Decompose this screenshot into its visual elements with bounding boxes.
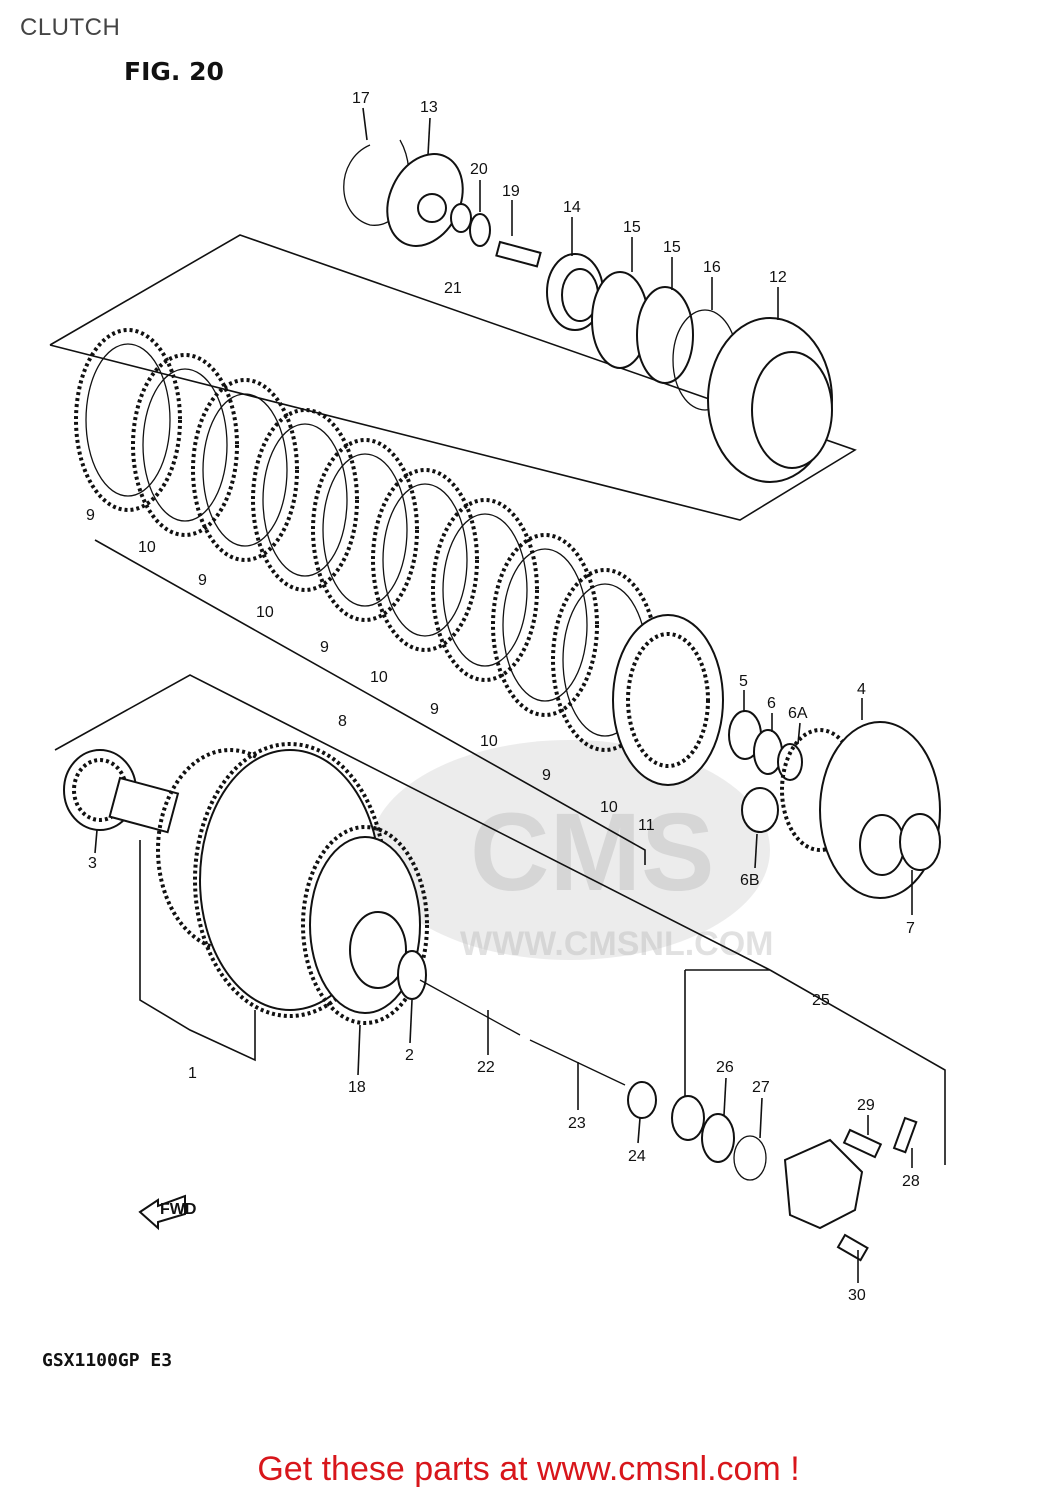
callout: 15 — [663, 239, 681, 256]
callout: 9 — [198, 572, 207, 589]
pushrod-22 — [419, 979, 521, 1036]
hub-frame — [54, 674, 946, 1165]
callout: 3 — [88, 855, 97, 872]
callout: 10 — [480, 733, 498, 750]
bolt-30 — [836, 1233, 869, 1262]
callout: 11 — [638, 817, 655, 834]
callout: 29 — [857, 1097, 875, 1114]
piston-25 — [671, 1095, 705, 1141]
callout: 8 — [338, 713, 347, 730]
callout: 10 — [600, 799, 618, 816]
callout: 28 — [902, 1173, 920, 1190]
callout: 18 — [348, 1079, 366, 1096]
washer-7 — [899, 813, 941, 871]
plate-stack — [74, 328, 724, 786]
bleeder-valve-28 — [892, 1116, 918, 1154]
callout: 30 — [848, 1287, 866, 1304]
callout: 9 — [542, 767, 551, 784]
hose-fitting-29 — [842, 1128, 883, 1159]
callout: 26 — [716, 1059, 734, 1076]
callout: 17 — [352, 90, 370, 107]
callout: 19 — [502, 183, 520, 200]
washer-21 — [450, 203, 472, 233]
callout: 14 — [563, 199, 581, 216]
sleeve-hub-4 — [780, 721, 941, 899]
callout: 15 — [623, 219, 641, 236]
callout: 6 — [767, 695, 776, 712]
callout: 24 — [628, 1148, 646, 1165]
callout: 9 — [86, 507, 95, 524]
callout-labels: 17 13 20 19 21 14 15 15 16 12 9 10 9 10 … — [86, 90, 920, 1304]
fwd-label: FWD — [160, 1201, 196, 1218]
callout: 27 — [752, 1079, 770, 1096]
watermark-brand: CMS — [470, 791, 714, 914]
page-heading: CLUTCH — [20, 14, 121, 41]
forward-arrow-icon: FWD — [138, 1194, 196, 1231]
plate-pack-frame — [49, 234, 857, 865]
callout: 6A — [788, 705, 808, 722]
watermark-url: WWW.CMSNL.COM — [460, 925, 774, 963]
callout: 16 — [703, 259, 721, 276]
callout: 2 — [405, 1047, 414, 1064]
callout: 10 — [256, 604, 274, 621]
seal-26 — [701, 1113, 735, 1163]
callout: 4 — [857, 681, 866, 698]
callout: 13 — [420, 99, 438, 116]
starter-gear-18 — [301, 825, 429, 1025]
callout: 9 — [430, 701, 439, 718]
lock-washer-6B — [741, 787, 779, 833]
callout: 12 — [769, 269, 787, 286]
pushrod-piece-19 — [495, 240, 542, 268]
model-code: GSX1100GP E3 — [42, 1350, 173, 1371]
callout: 1 — [188, 1065, 197, 1082]
callout: 22 — [477, 1059, 495, 1076]
plate-15b — [636, 286, 694, 384]
figure-label: FIG. 20 — [124, 57, 224, 86]
leader-lines — [94, 107, 913, 1283]
callout: 25 — [812, 992, 830, 1009]
spring-27 — [733, 1135, 767, 1181]
bearing-20 — [469, 213, 491, 247]
oil-seal-24 — [627, 1081, 657, 1119]
release-cylinder-25 — [783, 1138, 864, 1230]
footer-link[interactable]: Get these parts at www.cmsnl.com ! — [257, 1450, 800, 1488]
callout: 9 — [320, 639, 329, 656]
parts-diagram: CMS WWW.CMSNL.COM — [49, 90, 946, 1304]
callout: 23 — [568, 1115, 586, 1132]
callout: 20 — [470, 161, 488, 178]
clutch-plate-12 — [707, 317, 833, 483]
callout: 7 — [906, 920, 915, 937]
callout: 5 — [739, 673, 748, 690]
cms-watermark: CMS WWW.CMSNL.COM — [370, 740, 774, 963]
spacer-2 — [397, 950, 427, 1000]
pressure-plate-13 — [386, 153, 464, 247]
callout: 10 — [138, 539, 156, 556]
callout: 10 — [370, 669, 388, 686]
callout: 6B — [740, 872, 760, 889]
callout: 21 — [444, 280, 462, 297]
